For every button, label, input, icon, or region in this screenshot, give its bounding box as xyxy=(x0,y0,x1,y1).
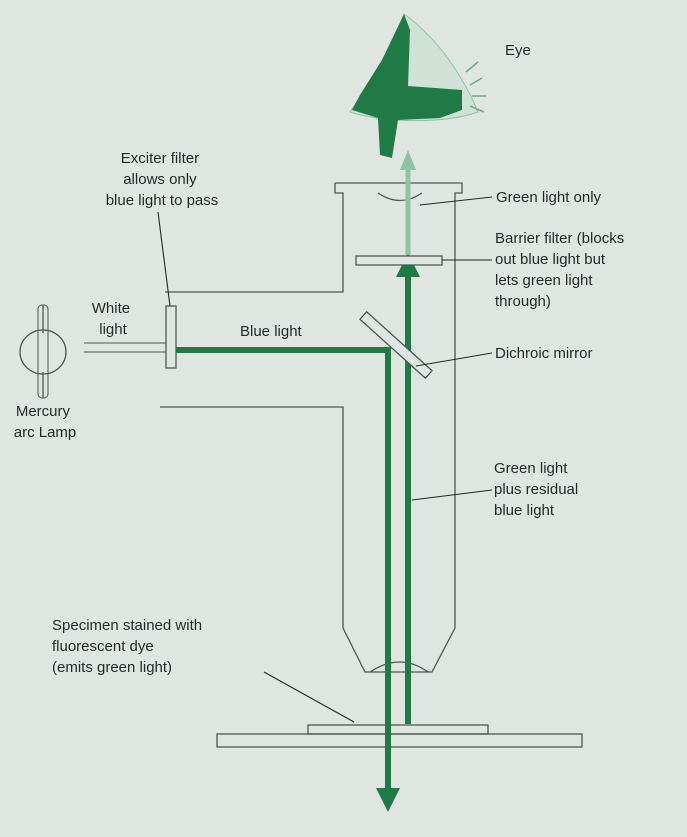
eyepiece-tube xyxy=(165,182,463,595)
dichroic-mirror-leader xyxy=(415,352,493,367)
dichroic-mirror xyxy=(359,310,433,380)
mercury-lamp-icon xyxy=(19,304,67,399)
exciter-filter xyxy=(165,305,177,369)
exciter-filter-label: Exciter filter allows only blue light to… xyxy=(106,150,219,209)
specimen-slide xyxy=(307,724,489,735)
green-plus-residual-label: Green light plus residual blue light xyxy=(494,460,582,519)
dichroic-mirror-label: Dichroic mirror xyxy=(495,345,593,362)
mercury-lamp-label: Mercury arc Lamp xyxy=(14,403,77,441)
exciter-filter-leader xyxy=(157,211,171,307)
barrier-filter-label: Barrier filter (blocks out blue light bu… xyxy=(495,230,628,310)
white-light-beam xyxy=(84,342,168,353)
blue-light-path xyxy=(176,347,391,800)
green-light-only-label: Green light only xyxy=(496,189,602,206)
green-only-leader xyxy=(419,196,493,206)
eye-label: Eye xyxy=(505,42,531,59)
faint-green-arrow-icon xyxy=(400,150,416,170)
white-light-label: White light xyxy=(92,300,135,338)
eye-icon xyxy=(349,13,486,158)
blue-light-label: Blue light xyxy=(240,323,303,340)
barrier-filter xyxy=(355,255,443,266)
specimen-leader xyxy=(263,671,355,723)
body-tube xyxy=(160,406,456,673)
green-residual-leader xyxy=(411,489,493,501)
specimen-label: Specimen stained with fluorescent dye (e… xyxy=(52,617,206,676)
microscope-stage xyxy=(216,733,583,748)
